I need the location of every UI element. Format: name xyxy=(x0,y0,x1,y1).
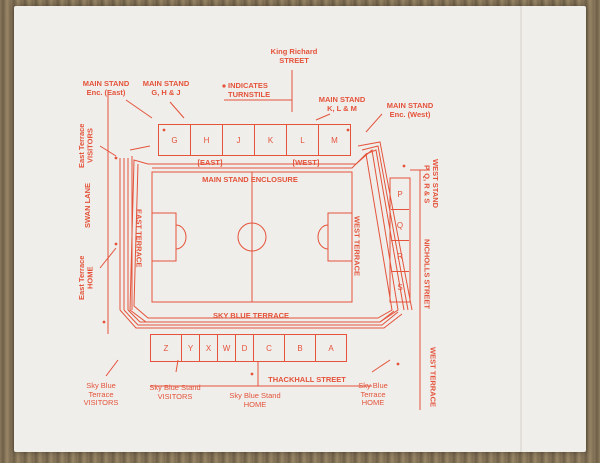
west-stand-frame xyxy=(389,177,411,303)
label-sky-blue-terrace-visitors: Sky Blue Terrace VISITORS xyxy=(83,381,119,407)
stand-block: C xyxy=(254,334,285,362)
label-west-terrace-inner: WEST TERRACE xyxy=(352,216,362,276)
sky-blue-stand-blocks: Z Y X W D C B A xyxy=(150,334,347,362)
label-main-stand-east: MAIN STAND Enc. (East) xyxy=(82,79,130,97)
stand-block: D xyxy=(236,334,254,362)
stand-block: W xyxy=(218,334,236,362)
label-east-terrace-home: East Terrace HOME xyxy=(77,255,95,301)
arrow-main-west xyxy=(365,113,383,133)
label-east-subsection: [EAST] xyxy=(197,158,223,167)
main-stand-blocks: G H J K L M xyxy=(158,124,351,156)
arrow-main-klm xyxy=(315,113,331,121)
left-penalty-arc xyxy=(175,224,187,250)
arrow-sky-stand-visitors xyxy=(175,359,179,373)
stand-block: J xyxy=(223,124,255,156)
stand-block: A xyxy=(316,334,347,362)
sky-blue-terrace-step-2 xyxy=(127,309,395,323)
label-main-stand-ghj: MAIN STAND G, H & J xyxy=(142,79,190,97)
label-sky-blue-stand-home: Sky Blue Stand HOME xyxy=(229,391,281,409)
label-indicates-turnstile: INDICATES TURNSTILE xyxy=(228,81,271,99)
stand-connector-left xyxy=(129,145,151,151)
stand-block: Y xyxy=(182,334,200,362)
left-penalty-area xyxy=(151,212,177,262)
turnstile-dot xyxy=(396,362,400,366)
turnstile-dot xyxy=(402,164,406,168)
stand-block: S xyxy=(397,282,403,292)
sky-blue-terrace-outer xyxy=(119,309,403,329)
turnstile-dot xyxy=(102,320,106,324)
label-west-terrace-outer: WEST TERRACE xyxy=(428,347,438,407)
stand-block: P xyxy=(391,179,409,210)
turnstile-dot xyxy=(346,128,350,132)
turnstile-dot xyxy=(114,156,118,160)
label-main-stand-klm: MAIN STAND K, L & M xyxy=(318,95,366,113)
arrow-main-east xyxy=(125,99,153,119)
right-penalty-area xyxy=(327,212,353,262)
label-sky-blue-terrace-home: Sky Blue Terrace HOME xyxy=(358,381,388,407)
label-west-subsection: [WEST] xyxy=(292,158,320,167)
stand-block: H xyxy=(191,124,223,156)
sky-blue-terrace-step-1 xyxy=(123,309,399,326)
turnstile-legend-dot xyxy=(222,84,226,88)
label-main-stand-enclosure: MAIN STAND ENCLOSURE xyxy=(202,175,298,184)
arrow-east-home xyxy=(99,247,117,269)
label-swan-lane: SWAN LANE xyxy=(83,183,92,229)
label-main-stand-west: MAIN STAND Enc. (West) xyxy=(386,101,434,119)
right-penalty-arc xyxy=(317,224,329,250)
turnstile-dot xyxy=(250,372,254,376)
label-east-terrace-visitors: East Terrace VISITORS xyxy=(77,123,95,169)
stand-block: B xyxy=(285,334,316,362)
stand-block: Z xyxy=(150,334,182,362)
stand-block: M xyxy=(319,124,351,156)
west-stand-blocks: P Q R S xyxy=(391,179,409,302)
west-terrace-outer xyxy=(357,141,413,311)
stand-block: G xyxy=(158,124,191,156)
stand-block: K xyxy=(255,124,287,156)
stand-block: R xyxy=(391,241,409,272)
label-east-terrace: EAST TERRACE xyxy=(134,208,144,268)
turnstile-dot xyxy=(114,242,118,246)
label-thackhall-street: THACKHALL STREET xyxy=(268,375,346,384)
label-nicholls-street: NICHOLLS STREET xyxy=(422,238,432,309)
label-sky-blue-stand-visitors: Sky Blue Stand VISITORS xyxy=(149,383,201,401)
arrow-main-ghj xyxy=(169,101,185,119)
ticket-paper xyxy=(14,6,586,452)
label-king-richard-street: King Richard STREET xyxy=(270,47,318,65)
turnstile-dot xyxy=(162,128,166,132)
west-terrace-step-1 xyxy=(361,145,409,311)
label-sky-blue-terrace: SKY BLUE TERRACE xyxy=(212,311,290,320)
arrow-sky-terrace-visitors xyxy=(105,359,119,377)
west-terrace-step-2 xyxy=(365,149,405,311)
arrow-east-visitors xyxy=(99,145,117,157)
stand-block: Q xyxy=(391,210,409,241)
arrow-sky-terrace-home xyxy=(371,359,391,373)
label-west-stand: WEST STAND P, Q, R & S xyxy=(422,159,441,209)
centre-circle xyxy=(237,222,267,252)
terrace-inner-line xyxy=(133,152,393,319)
stand-block: L xyxy=(287,124,319,156)
stand-block: X xyxy=(200,334,218,362)
paper-fold-line xyxy=(520,6,522,452)
